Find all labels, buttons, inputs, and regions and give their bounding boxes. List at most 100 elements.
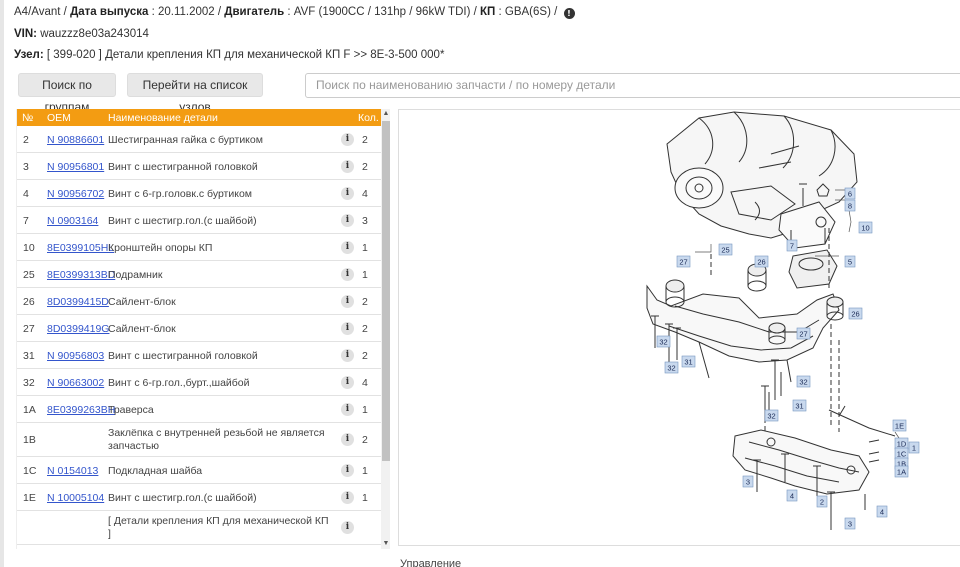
callout-label[interactable]: 32 (767, 412, 775, 421)
oem-link[interactable]: 8E0399313BD (47, 269, 116, 281)
callout-box[interactable] (796, 327, 811, 340)
scroll-thumb[interactable] (382, 121, 390, 461)
info-icon[interactable]: i (341, 376, 354, 389)
oem-link[interactable]: N 90956801 (47, 161, 105, 173)
callout-label[interactable]: 31 (684, 358, 692, 367)
callout-label[interactable]: 32 (659, 338, 667, 347)
oem-link[interactable]: 8D0399415D (47, 296, 109, 308)
callout-label[interactable]: 1C (897, 450, 907, 459)
callout-box[interactable] (676, 255, 691, 268)
group-search-button[interactable]: Поиск по группам (18, 73, 116, 114)
callout-box[interactable] (681, 355, 696, 368)
oem-link[interactable]: 8E0399263BH (47, 404, 116, 416)
info-icon[interactable]: i (341, 322, 354, 335)
scroll-up-arrow-icon[interactable]: ▲ (382, 110, 390, 117)
callout-box[interactable] (908, 441, 920, 454)
callout-box[interactable] (876, 505, 888, 518)
oem-link[interactable]: N 90956702 (47, 188, 105, 200)
callout-box[interactable] (844, 199, 856, 212)
callout-box[interactable] (742, 475, 754, 488)
info-icon[interactable]: i (341, 187, 354, 200)
parts-search-input[interactable]: Поиск по наименованию запчасти / по номе… (305, 73, 960, 98)
callout-box[interactable] (786, 489, 798, 502)
scroll-down-arrow-icon[interactable]: ▼ (382, 540, 390, 547)
callout-label[interactable]: 2 (820, 498, 824, 507)
callout-label[interactable]: 8 (848, 202, 852, 211)
callout-label[interactable]: 27 (799, 330, 807, 339)
callout-label[interactable]: 7 (790, 242, 794, 251)
callout-box[interactable] (844, 255, 856, 268)
callout-label[interactable]: 1E (895, 422, 904, 431)
info-icon[interactable]: i (341, 403, 354, 416)
oem-link[interactable]: 8E0399105HL (47, 242, 115, 254)
callout-label[interactable]: 5 (848, 258, 852, 267)
info-icon[interactable]: i (341, 295, 354, 308)
oem-link[interactable]: N 0903164 (47, 215, 99, 227)
callout-label[interactable]: 32 (667, 364, 675, 373)
callout-box[interactable] (844, 187, 856, 200)
callout-label[interactable]: 6 (848, 190, 852, 199)
callout-box[interactable] (754, 255, 769, 268)
info-icon[interactable]: i (341, 349, 354, 362)
callout-box[interactable] (894, 465, 909, 478)
table-row[interactable]: [ Детали крепления КП для механической К… (17, 511, 381, 545)
callout-label[interactable]: 26 (757, 258, 765, 267)
callout-box[interactable] (892, 419, 907, 432)
callout-label[interactable]: 1D (897, 440, 907, 449)
info-icon[interactable]: i (341, 241, 354, 254)
callout-label[interactable]: 1 (912, 444, 916, 453)
callout-label[interactable]: 4 (880, 508, 884, 517)
oem-link[interactable]: N 90956803 (47, 350, 105, 362)
callout-label[interactable]: 1B (897, 460, 906, 469)
callout-label[interactable]: 31 (795, 402, 803, 411)
callout-label[interactable]: 27 (679, 258, 687, 267)
callout-label[interactable]: 3 (848, 520, 852, 529)
oem-link[interactable]: N 0154013 (47, 465, 99, 477)
callout-box[interactable] (844, 517, 856, 530)
callout-label[interactable]: 32 (799, 378, 807, 387)
callout-label[interactable]: 25 (721, 246, 729, 255)
callout-box[interactable] (664, 361, 679, 374)
callout-box[interactable] (792, 399, 807, 412)
callout-box[interactable] (718, 243, 733, 256)
callout-box[interactable] (786, 239, 798, 252)
callout-box[interactable] (796, 375, 811, 388)
callout-box[interactable] (858, 221, 873, 234)
info-icon[interactable]: i (341, 433, 354, 446)
info-icon[interactable]: i (341, 521, 354, 534)
oem-link[interactable]: N 90886601 (47, 134, 105, 146)
info-icon[interactable]: i (341, 133, 354, 146)
callout-box[interactable] (816, 495, 828, 508)
oem-link[interactable]: N 10005104 (47, 492, 105, 504)
info-circle-icon[interactable]: ! (563, 8, 575, 19)
table-scrollbar[interactable]: ▲ ▼ (381, 109, 390, 549)
oem-link[interactable]: N 90663002 (47, 377, 105, 389)
callout-box[interactable] (764, 409, 779, 422)
info-icon[interactable]: i (341, 491, 354, 504)
callout-box[interactable] (848, 307, 863, 320)
node-list-button[interactable]: Перейти на список узлов (127, 73, 263, 114)
callout-label[interactable]: 3 (746, 478, 750, 487)
callout-label[interactable]: 10 (861, 224, 869, 233)
info-icon[interactable]: i (341, 268, 354, 281)
callout-label[interactable]: 26 (851, 310, 859, 319)
info-icon[interactable]: i (341, 464, 354, 477)
oem-link[interactable]: 8D0399419G (47, 323, 110, 335)
callout-label[interactable]: 4 (790, 492, 794, 501)
callout-box[interactable] (656, 335, 671, 348)
info-icon[interactable]: i (341, 214, 354, 227)
